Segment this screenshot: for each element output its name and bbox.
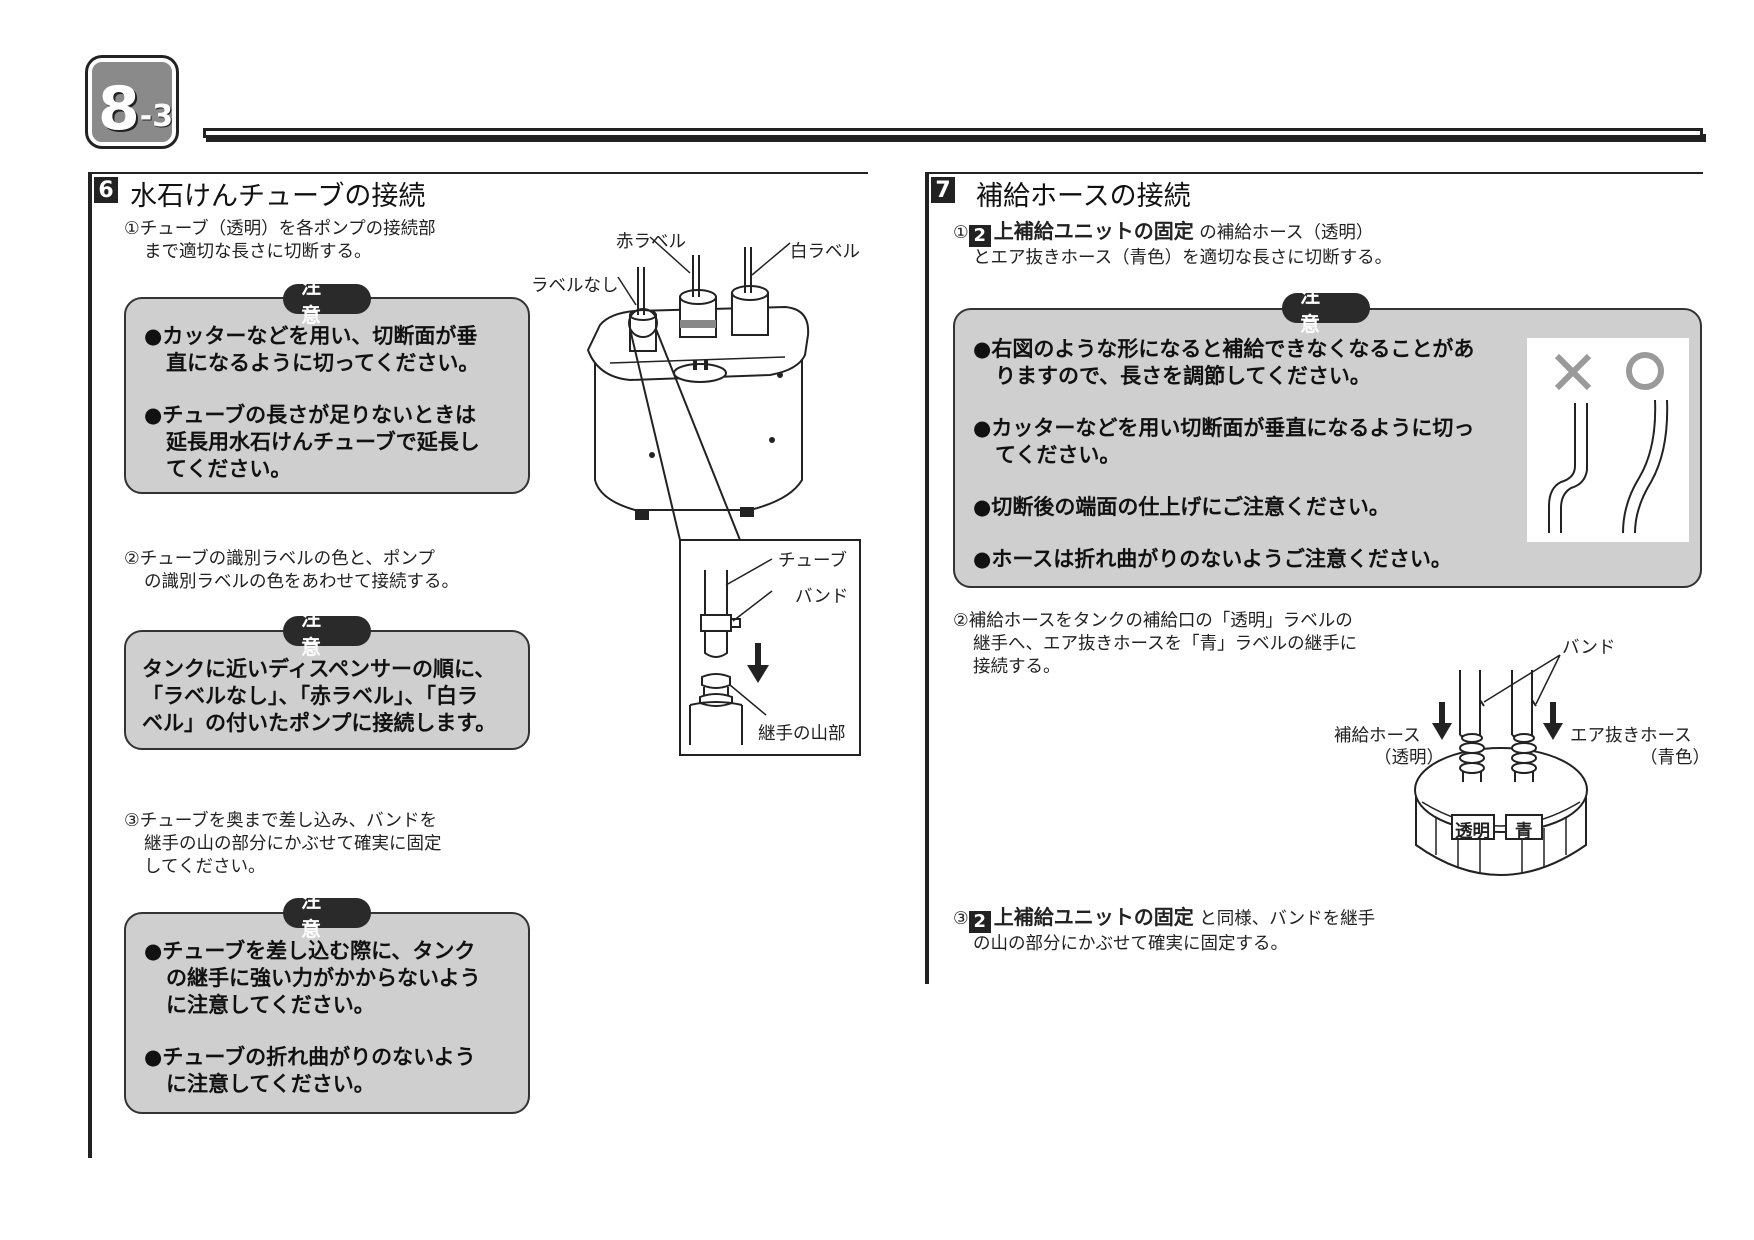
section6-caution1-text: ●カッターなどを用い、切断面が垂 直になるように切ってください。 ●チューブの長… — [144, 323, 524, 483]
caution-line: 延長用水石けんチューブで延長し — [166, 430, 480, 454]
section6-number: 6 — [94, 177, 118, 203]
section6-step3-line1: ③チューブを奥まで差し込み、バンドを — [124, 811, 438, 831]
section6-step1-line1: ①チューブ（透明）を各ポンプの接続部 — [124, 219, 436, 239]
cap-label-clear: 透明 — [1455, 822, 1490, 842]
label-air-hose-sub: （青色） — [1640, 748, 1710, 768]
section6-step2-line2: の識別ラベルの色をあわせて接続する。 — [144, 572, 459, 592]
section7-caution-box: ●右図のような形になると補給できなくなることがあ りますので、長さを調節してくだ… — [953, 308, 1702, 588]
section7-step3-line2: の山の部分にかぶせて確実に固定する。 — [973, 934, 1288, 954]
section7-step2-line3: 接続する。 — [973, 657, 1061, 677]
section6-caution3-box: ●チューブを差し込む際に、タンク の継手に強い力がかからないよう に注意してくだ… — [124, 912, 530, 1114]
label-red: 赤ラベル — [616, 232, 686, 252]
caution-line: ●右図のような形になると補給できなくなることがあ — [973, 337, 1475, 361]
label-band-7: バンド — [1562, 638, 1616, 658]
caution-line: りますので、長さを調節してください。 — [995, 364, 1371, 388]
caution-line: 「ラベルなし」、「赤ラベル」、「白ラ — [142, 684, 478, 708]
section6-caution1-tag: 注意 — [283, 274, 371, 327]
section7-title: 補給ホースの接続 — [976, 181, 1191, 212]
label-supply-hose: 補給ホース — [1334, 726, 1421, 746]
caution-line: に注意してください。 — [166, 993, 375, 1017]
section7-step3-prefix: ③ — [953, 909, 969, 929]
caution-line: ●チューブの折れ曲がりのないよう — [144, 1045, 476, 1069]
section6-caution3-text: ●チューブを差し込む際に、タンク の継手に強い力がかからないよう に注意してくだ… — [144, 938, 528, 1098]
section7-left-border — [925, 172, 929, 984]
caution-line: タンクに近いディスペンサーの順に、 — [142, 657, 496, 681]
caution-line: に注意してください。 — [166, 1072, 375, 1096]
section6-caution2-text: タンクに近いディスペンサーの順に、 「ラベルなし」、「赤ラベル」、「白ラ ベル」… — [142, 656, 526, 737]
pump-red-label — [679, 289, 717, 338]
section6-step1: ①チューブ（透明）を各ポンプの接続部 まで適切な長さに切断する。 — [124, 218, 544, 264]
page-number-sub: -3 — [139, 99, 174, 134]
section6-caution2-box: タンクに近いディスペンサーの順に、 「ラベルなし」、「赤ラベル」、「白ラ ベル」… — [124, 630, 530, 750]
section7-step1-ref-title: 上補給ユニットの固定 — [993, 219, 1194, 243]
label-none: ラベルなし — [531, 276, 619, 296]
caution-line: ●カッターなどを用い切断面が垂直になるように切っ — [973, 416, 1475, 440]
label-air-hose: エア抜きホース — [1570, 726, 1692, 746]
supply-cap-illustration — [1414, 654, 1588, 876]
header-rule — [203, 128, 1703, 138]
joint-blue — [1511, 733, 1537, 782]
section6-step3-line3: してください。 — [144, 857, 266, 877]
section7-step3-ref-num: 2 — [968, 911, 991, 933]
section6-caution3-tag: 注意 — [283, 888, 371, 941]
section6-step3: ③チューブを奥まで差し込み、バンドを 継手の山の部分にかぶせて確実に固定 してく… — [124, 810, 544, 879]
label-band: バンド — [795, 587, 849, 607]
header-rule-shadow — [206, 134, 1706, 142]
label-supply-hose-sub: （透明） — [1374, 748, 1444, 768]
section7-step3-rest: と同様、バンドを継手 — [1199, 909, 1376, 929]
section6-top-border — [88, 172, 868, 174]
caution-line: てください。 — [166, 457, 292, 481]
cross-icon — [1554, 353, 1592, 391]
joint-clear — [1459, 733, 1485, 782]
section6-step3-line2: 継手の山の部分にかぶせて確実に固定 — [144, 834, 442, 854]
pump-tank-illustration — [586, 236, 861, 756]
section7-step2: ②補給ホースをタンクの補給口の「透明」ラベルの 継手へ、エア抜きホースを「青」ラ… — [953, 610, 1413, 679]
section7-step2-line1: ②補給ホースをタンクの補給口の「透明」ラベルの — [953, 611, 1353, 631]
caution-line: 直になるように切ってください。 — [166, 351, 480, 375]
section6-step2: ②チューブの識別ラベルの色と、ポンプ の識別ラベルの色をあわせて接続する。 — [124, 548, 544, 594]
caution-line: ●カッターなどを用い、切断面が垂 — [144, 324, 478, 348]
caution-line: てください。 — [995, 443, 1121, 467]
section6-caution1-box: ●カッターなどを用い、切断面が垂 直になるように切ってください。 ●チューブの長… — [124, 297, 530, 494]
hose-shape-example — [1527, 338, 1689, 542]
section7-number: 7 — [931, 177, 955, 203]
section7-step1-rest: の補給ホース（透明） — [1199, 223, 1374, 243]
caution-line: の継手に強い力がかからないよう — [166, 966, 481, 990]
section6-step2-line1: ②チューブの識別ラベルの色と、ポンプ — [124, 549, 435, 569]
section6-caution2-tag: 注意 — [283, 606, 371, 659]
circle-icon — [1626, 352, 1664, 390]
page-number-badge: 8-3 — [88, 58, 176, 146]
label-white: 白ラベル — [790, 242, 860, 262]
label-tube: チューブ — [778, 551, 847, 571]
section7-step1-line2: とエア抜きホース（青色）を適切な長さに切断する。 — [973, 248, 1393, 268]
label-joint: 継手の山部 — [758, 724, 846, 744]
section6-title: 水石けんチューブの接続 — [130, 181, 426, 212]
section6-left-border — [88, 172, 92, 1158]
section7-step1-prefix: ① — [953, 223, 969, 243]
page-number-main: 8 — [98, 74, 140, 144]
section6-step1-line2: まで適切な長さに切断する。 — [144, 242, 372, 262]
pump-white-label — [731, 285, 769, 336]
section7-caution-text: ●右図のような形になると補給できなくなることがあ りますので、長さを調節してくだ… — [973, 336, 1533, 573]
caution-line: ●ホースは折れ曲がりのないようご注意ください。 — [973, 547, 1452, 571]
section7-step3-ref-title: 上補給ユニットの固定 — [993, 905, 1194, 929]
section7-step1-ref-num: 2 — [968, 225, 991, 247]
section7-step2-line2: 継手へ、エア抜きホースを「青」ラベルの継手に — [973, 634, 1358, 654]
caution-line: ●チューブの長さが足りないときは — [144, 403, 477, 427]
section7-top-border — [925, 172, 1703, 174]
caution-line: ベル」の付いたポンプに接続します。 — [142, 711, 497, 735]
caution-line: ●チューブを差し込む際に、タンク — [144, 939, 476, 963]
caution-line: ●切断後の端面の仕上げにご注意ください。 — [973, 495, 1390, 519]
cap-label-blue: 青 — [1515, 822, 1533, 842]
section7-caution-tag: 注意 — [1282, 283, 1370, 336]
